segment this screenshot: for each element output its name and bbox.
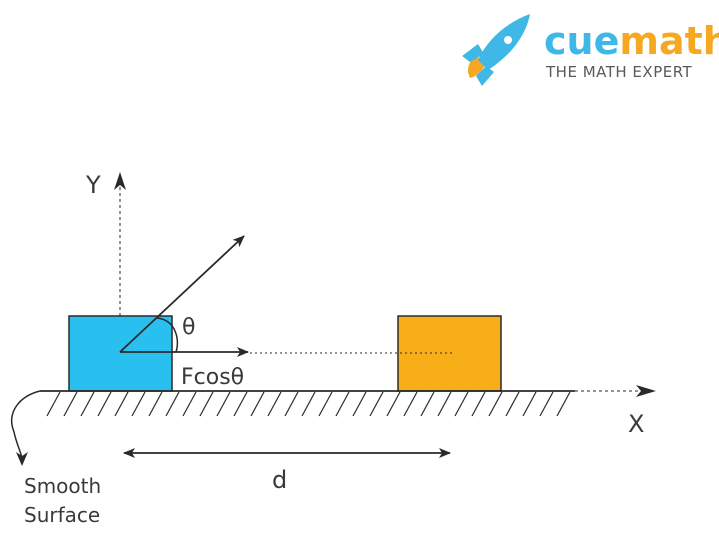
hatch-mark bbox=[403, 391, 418, 417]
y-axis-label: Y bbox=[85, 171, 101, 199]
hatch-mark bbox=[284, 391, 299, 417]
hatch-mark bbox=[556, 391, 571, 417]
brand-tagline: THE MATH EXPERT bbox=[545, 63, 693, 81]
hatch-mark bbox=[131, 391, 146, 417]
block-start bbox=[68, 315, 173, 392]
brand-name-part1: cue bbox=[544, 19, 619, 63]
x-axis-label: X bbox=[628, 410, 644, 438]
surface-pointer-arrowhead bbox=[16, 452, 28, 466]
cuemath-logo: cuemath THE MATH EXPERT bbox=[462, 14, 719, 86]
hatch-mark bbox=[165, 391, 180, 417]
ground-hatching bbox=[46, 391, 571, 417]
hatch-mark bbox=[63, 391, 78, 417]
component-label: Fcosθ bbox=[181, 365, 244, 390]
hatch-mark bbox=[420, 391, 435, 417]
hatch-mark bbox=[148, 391, 163, 417]
hatch-mark bbox=[114, 391, 129, 417]
hatch-mark bbox=[488, 391, 503, 417]
brand-name: cuemath bbox=[544, 19, 719, 63]
hatch-mark bbox=[437, 391, 452, 417]
distance-label: d bbox=[272, 466, 287, 494]
hatch-mark bbox=[522, 391, 537, 417]
y-axis-arrowhead bbox=[114, 172, 126, 190]
hatch-mark bbox=[233, 391, 248, 417]
hatch-mark bbox=[80, 391, 95, 417]
rocket-icon bbox=[462, 14, 530, 86]
angle-label: θ bbox=[182, 315, 195, 340]
hatch-mark bbox=[386, 391, 401, 417]
hatch-mark bbox=[182, 391, 197, 417]
hatch-mark bbox=[97, 391, 112, 417]
brand-name-part2: math bbox=[619, 19, 719, 63]
hatch-mark bbox=[454, 391, 469, 417]
hatch-mark bbox=[46, 391, 61, 417]
hatch-mark bbox=[301, 391, 316, 417]
block-end bbox=[397, 315, 502, 392]
angle-arc bbox=[156, 317, 179, 353]
hatch-mark bbox=[505, 391, 520, 417]
x-axis-arrowhead bbox=[636, 385, 656, 397]
hatch-mark bbox=[335, 391, 350, 417]
hatch-mark bbox=[318, 391, 333, 417]
hatch-mark bbox=[471, 391, 486, 417]
surface-pointer bbox=[11, 390, 41, 459]
surface-label-line2: Surface bbox=[24, 503, 100, 527]
hatch-mark bbox=[250, 391, 265, 417]
surface-label-line1: Smooth bbox=[24, 474, 101, 498]
hatch-mark bbox=[199, 391, 214, 417]
hatch-mark bbox=[352, 391, 367, 417]
hatch-mark bbox=[369, 391, 384, 417]
force-arrow bbox=[119, 235, 245, 353]
hatch-mark bbox=[539, 391, 554, 417]
hatch-mark bbox=[267, 391, 282, 417]
hatch-mark bbox=[216, 391, 231, 417]
